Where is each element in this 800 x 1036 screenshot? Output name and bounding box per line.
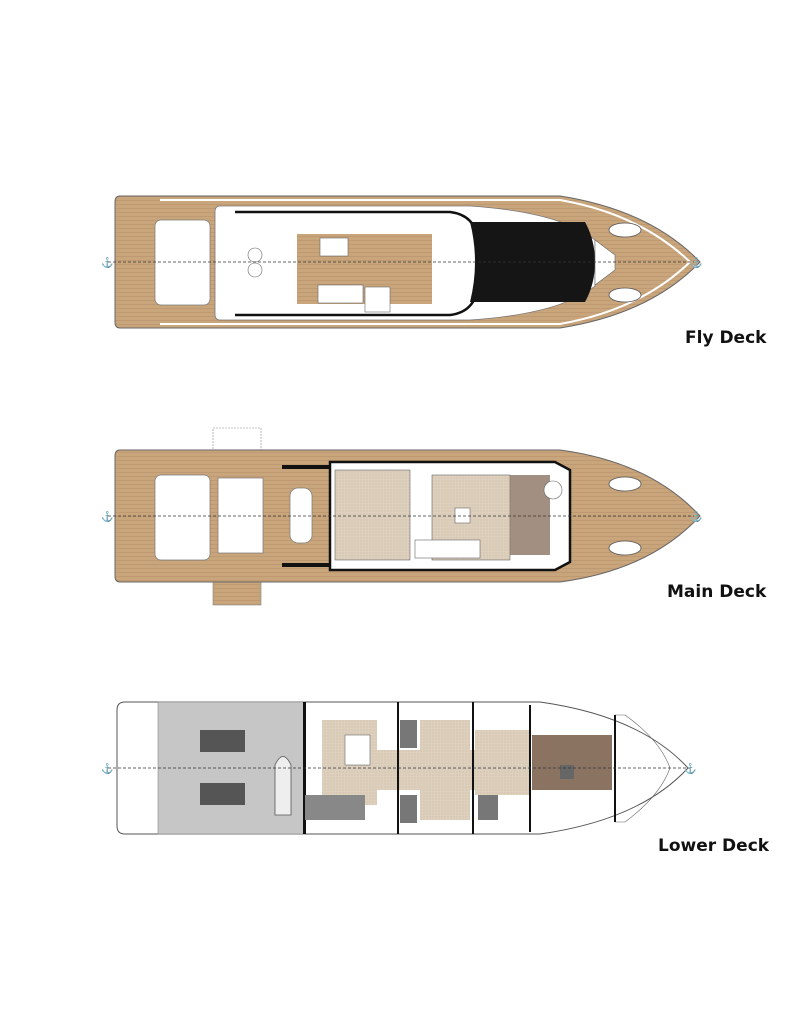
- lower-deck-plan: ⚓ ⚓: [101, 701, 696, 835]
- galley: [334, 469, 411, 561]
- guest-cabin: [420, 780, 470, 820]
- bathroom: [305, 795, 365, 820]
- fly-deck-helm-seat: [247, 247, 263, 263]
- engine: [200, 783, 245, 805]
- exterior-wall-bottom: [282, 563, 330, 567]
- fly-deck-plan: ⚓ ⚓: [101, 195, 702, 329]
- tender: [274, 756, 292, 816]
- jet-ski: [608, 540, 642, 556]
- anchor-icon: ⚓: [101, 256, 113, 269]
- fly-deck-stairs: [364, 286, 391, 313]
- aft-sofa: [217, 477, 264, 554]
- vip-cabin: [475, 730, 530, 795]
- jet-ski: [608, 222, 642, 238]
- side-platform-top: [212, 427, 262, 453]
- side-platform-bottom: [212, 579, 262, 606]
- engine: [200, 730, 245, 752]
- anchor-icon: ⚓: [101, 762, 113, 775]
- stair-spiral: [543, 480, 563, 500]
- anchor-icon: ⚓: [690, 510, 702, 523]
- fly-deck-dining-table: [319, 237, 349, 257]
- crew-area: [532, 735, 612, 790]
- bathroom: [478, 795, 498, 820]
- crew-bathroom: [560, 765, 574, 779]
- fly-deck-helm-seat: [247, 262, 263, 278]
- lower-deck-label: Lower Deck: [658, 836, 770, 856]
- anchor-icon: ⚓: [101, 510, 113, 523]
- fly-deck-bow-sunpad: [594, 239, 616, 286]
- main-deck-label: Main Deck: [667, 582, 767, 602]
- main-deck-plan: ⚓ ⚓: [101, 427, 702, 606]
- salon-sofa: [414, 539, 481, 559]
- exterior-wall-top: [282, 465, 330, 469]
- bathroom: [400, 795, 417, 823]
- guest-cabin: [420, 720, 470, 760]
- anchor-icon: ⚓: [690, 256, 702, 269]
- wheelhouse-floor: [510, 475, 550, 555]
- fly-deck-label: Fly Deck: [685, 328, 767, 348]
- master-bed: [344, 734, 371, 766]
- anchor-icon: ⚓: [684, 762, 696, 775]
- bathroom: [400, 720, 417, 748]
- fly-deck-windshield: [470, 222, 595, 302]
- aft-dining-table: [289, 487, 313, 544]
- fly-deck-stern-sunpad: [154, 219, 211, 306]
- fly-deck-bar: [317, 284, 364, 304]
- jet-ski: [608, 476, 642, 492]
- salon-table: [454, 507, 471, 524]
- main-deck-stern-sunpad: [154, 474, 211, 561]
- jet-ski: [608, 287, 642, 303]
- fly-deck-teak-lounge: [297, 234, 432, 304]
